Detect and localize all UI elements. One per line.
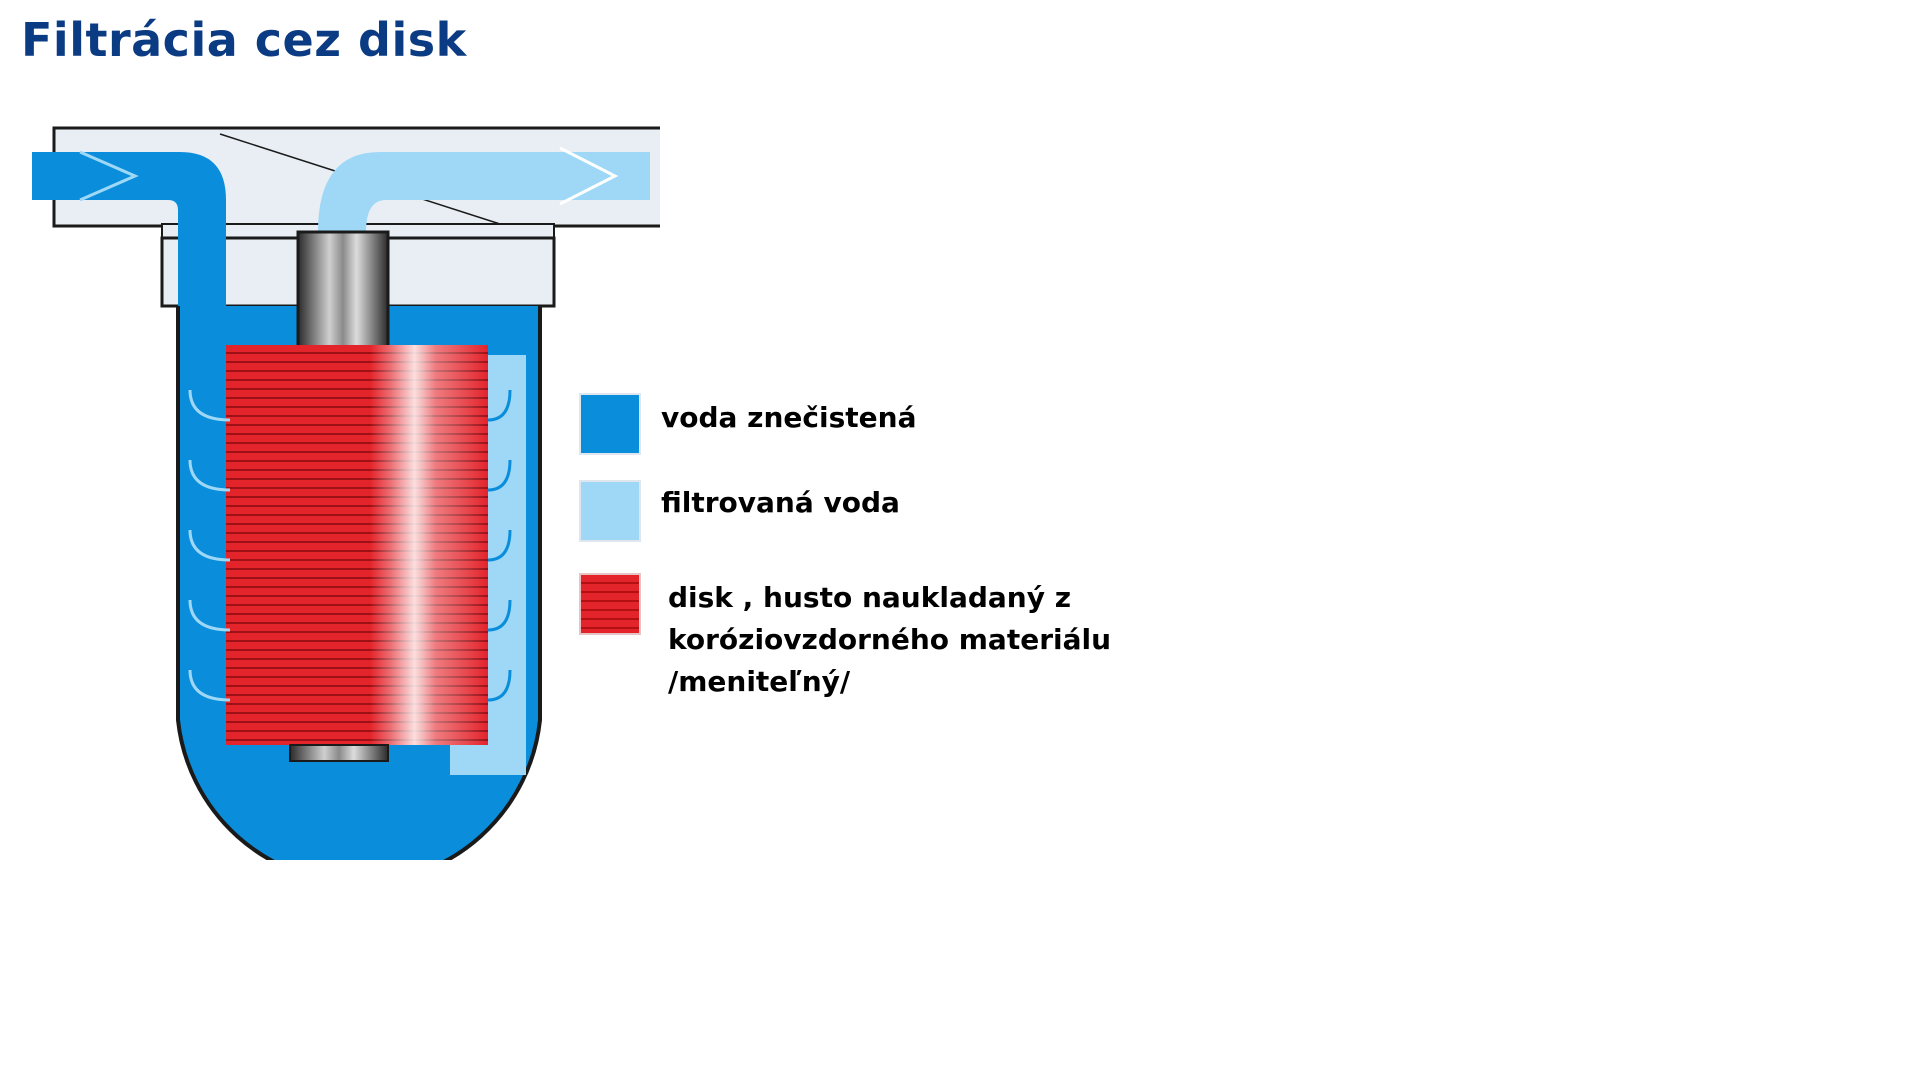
legend-label-line: /meniteľný/ xyxy=(668,665,851,698)
legend-label-line: filtrovaná voda xyxy=(661,486,900,519)
page-title: Filtrácia cez disk xyxy=(21,13,467,67)
flow-curve-icon xyxy=(487,459,512,492)
inflow-arrows xyxy=(188,389,231,702)
flow-curve-icon xyxy=(487,389,512,422)
legend-label-dirty-water: voda znečistená xyxy=(661,397,916,439)
flow-curve-icon xyxy=(188,459,231,492)
legend-swatch-dirty-water xyxy=(579,393,641,455)
legend-label-line: disk , husto naukladaný z xyxy=(668,581,1072,614)
flow-curve-icon xyxy=(188,669,231,702)
legend-label-filtered-water: filtrovaná voda xyxy=(661,482,900,524)
flow-curve-icon xyxy=(487,669,512,702)
inlet-arrow-icon xyxy=(79,150,139,202)
flow-curve-icon xyxy=(487,599,512,632)
inlet-flow xyxy=(32,152,226,306)
legend-label-disk: disk , husto naukladaný z koróziovzdorné… xyxy=(668,577,1111,703)
outflow-arrows xyxy=(487,389,512,702)
outlet-flow xyxy=(318,152,650,232)
flow-curve-icon xyxy=(487,529,512,562)
filter-diagram xyxy=(32,126,660,860)
outlet-arrow-icon xyxy=(559,146,619,206)
center-pipe xyxy=(296,230,390,356)
flow-curve-icon xyxy=(188,599,231,632)
flow-curve-icon xyxy=(188,529,231,562)
disk-stack xyxy=(226,345,488,745)
legend-label-line: koróziovzdorného materiálu xyxy=(668,623,1112,656)
legend-swatch-disk xyxy=(579,573,641,635)
bottom-cap xyxy=(289,744,389,762)
legend-swatch-filtered-water xyxy=(579,480,641,542)
legend-label-line: voda znečistená xyxy=(661,401,917,434)
flow-curve-icon xyxy=(188,389,231,422)
